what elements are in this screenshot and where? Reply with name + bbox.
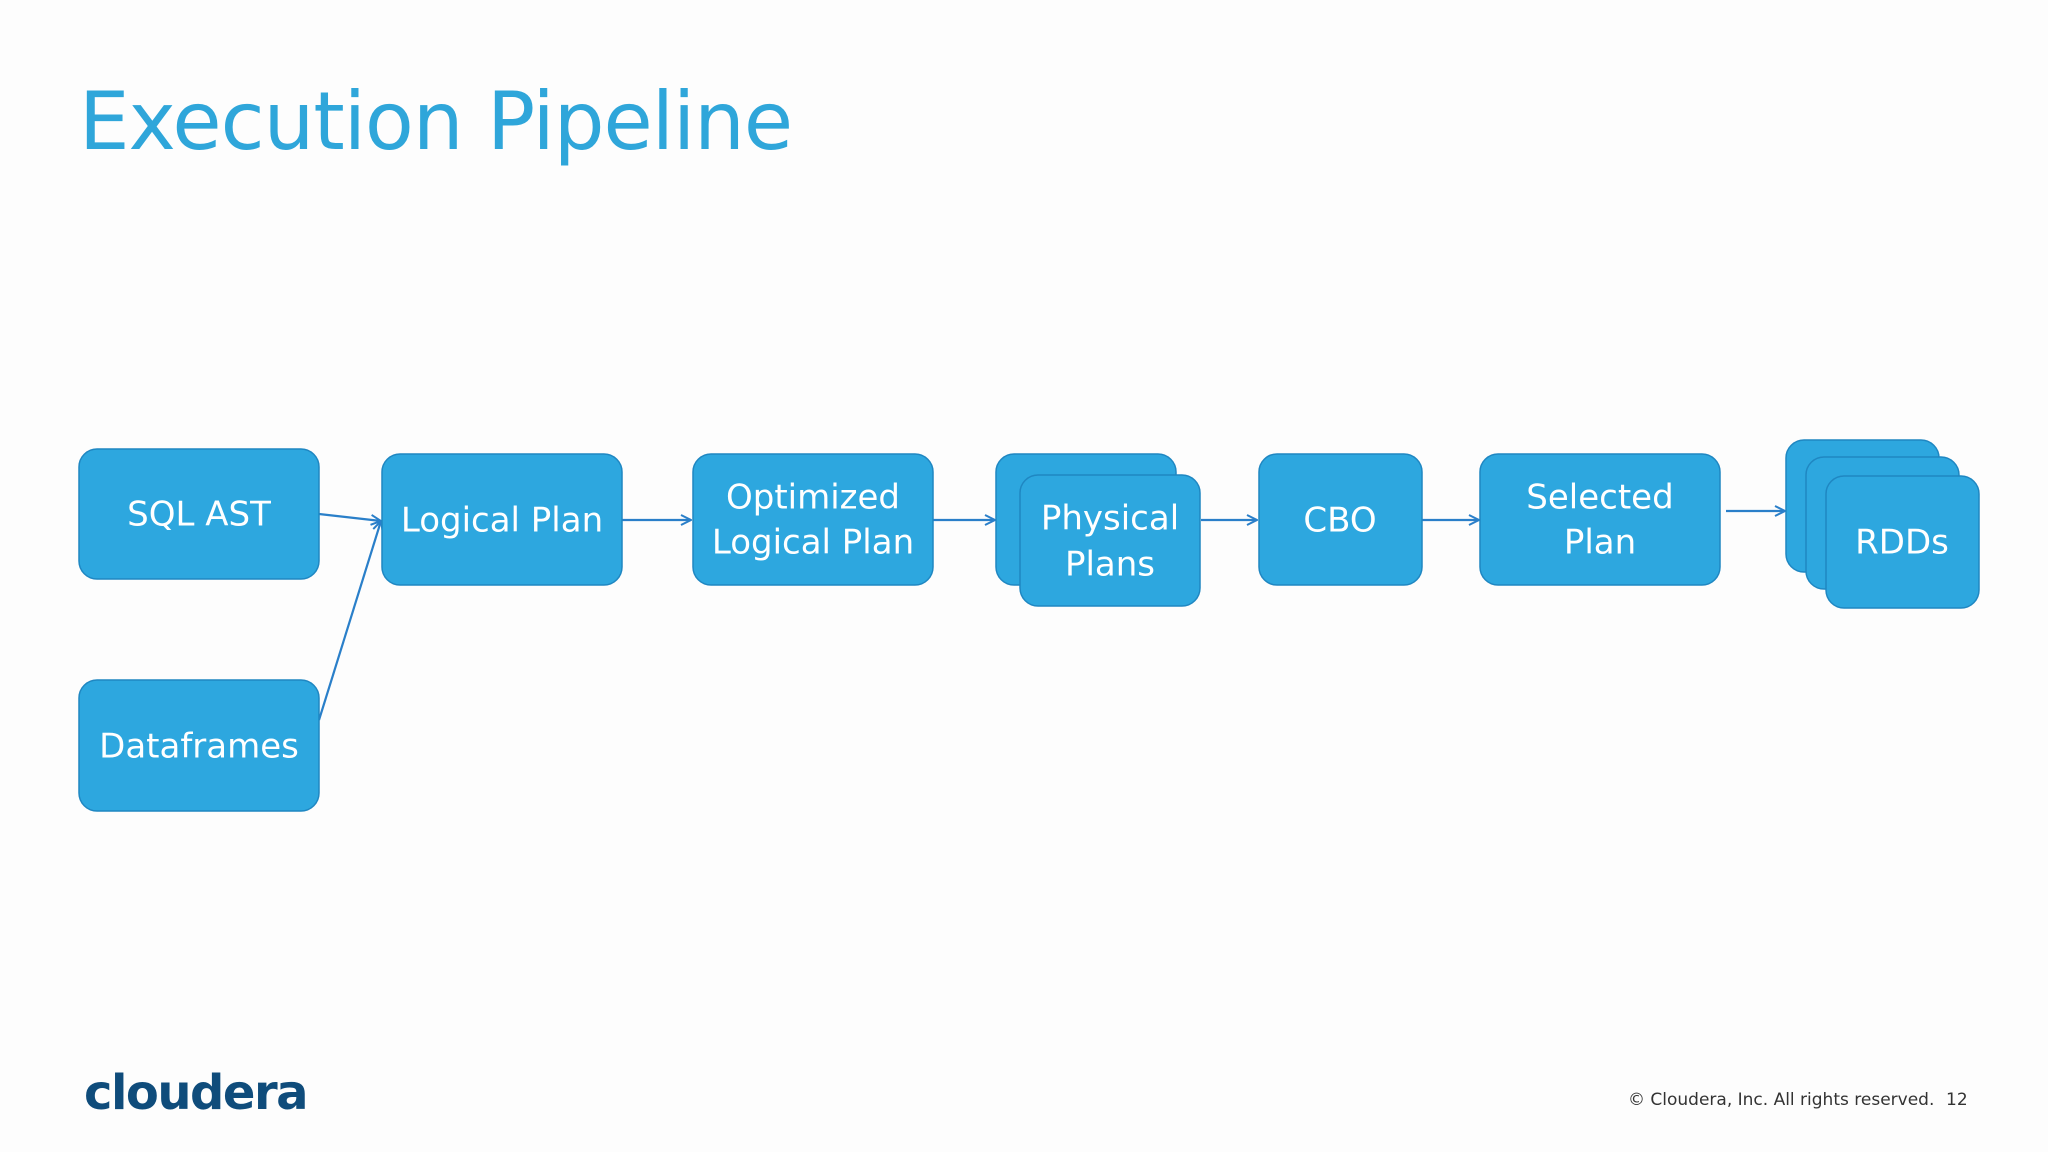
node-cbo: CBO <box>1258 453 1423 586</box>
node-rdds-label: RDDs <box>1855 523 1949 563</box>
physical-plans-front-card <box>1019 474 1201 607</box>
node-optimized-label-line1: Optimized <box>726 478 900 518</box>
node-logical-plan-label: Logical Plan <box>401 501 603 541</box>
node-physical-label-line2: Plans <box>1065 545 1155 585</box>
node-physical-label-line1: Physical <box>1041 499 1179 539</box>
node-sql-ast: SQL AST <box>78 448 320 580</box>
edge-dataframes-to-logical-plan <box>317 521 381 721</box>
node-selected-label-line2: Plan <box>1564 523 1636 563</box>
copyright-notice: © Cloudera, Inc. All rights reserved. <box>1628 1090 1935 1110</box>
node-sql-ast-label: SQL AST <box>127 495 271 535</box>
page-number: 12 <box>1946 1090 1968 1110</box>
node-rdds: RDDs <box>1785 439 1980 609</box>
node-selected-label-line1: Selected <box>1526 478 1673 518</box>
node-dataframes-label: Dataframes <box>99 727 299 767</box>
node-logical-plan: Logical Plan <box>381 453 623 586</box>
node-dataframes: Dataframes <box>78 679 320 812</box>
edge-sql-ast-to-logical-plan <box>318 512 381 521</box>
rdds-front-card <box>1825 475 1980 609</box>
slide-title: Execution Pipeline <box>79 75 793 168</box>
node-optimized-label-line2: Logical Plan <box>712 523 914 563</box>
node-selected-plan: Selected Plan <box>1479 453 1721 586</box>
node-cbo-label: CBO <box>1303 501 1376 541</box>
node-optimized-logical-plan: Optimized Logical Plan <box>692 453 934 586</box>
node-physical-plans: Physical Plans <box>995 453 1201 607</box>
cloudera-logo: cloudera <box>84 1065 309 1121</box>
